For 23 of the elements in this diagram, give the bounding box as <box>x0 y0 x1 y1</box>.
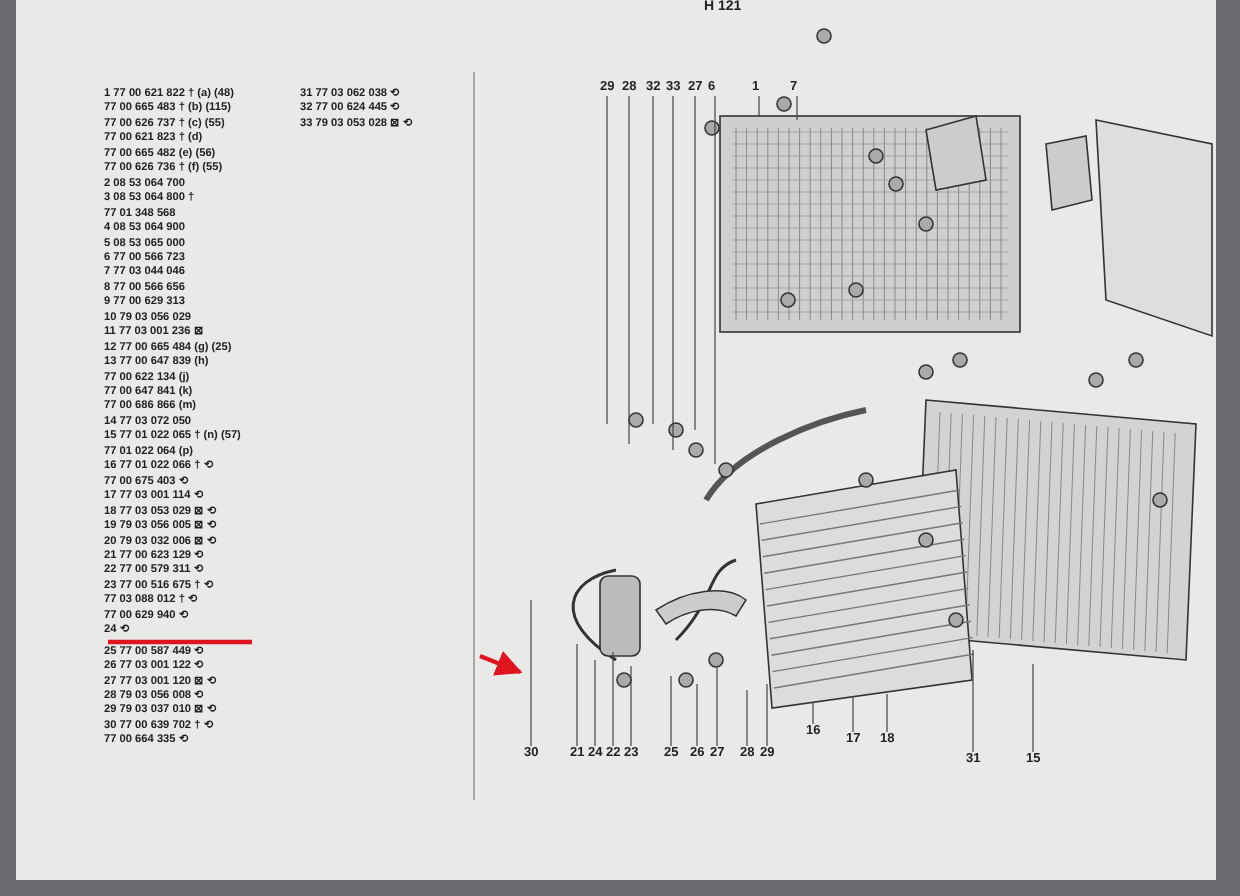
leader-line <box>852 695 854 733</box>
leader-line <box>606 95 608 425</box>
leader-line <box>594 659 596 747</box>
leader-line <box>1032 663 1034 753</box>
leader-line <box>886 693 888 733</box>
leader-line <box>716 667 718 747</box>
leader-line <box>766 683 768 747</box>
leader-line <box>758 95 760 117</box>
leader-line <box>672 95 674 451</box>
leader-line <box>630 665 632 747</box>
leader-line <box>628 95 630 445</box>
leader-line <box>652 95 654 425</box>
leader-line <box>696 683 698 747</box>
leader-line <box>714 95 716 465</box>
leader-line <box>612 651 614 747</box>
leader-line <box>576 643 578 747</box>
leader-line <box>972 649 974 753</box>
leader-line <box>796 95 798 121</box>
leader-line <box>670 675 672 747</box>
leader-line <box>812 701 814 725</box>
leader-line <box>530 599 532 747</box>
leader-line <box>694 95 696 431</box>
leader-line <box>746 689 748 747</box>
